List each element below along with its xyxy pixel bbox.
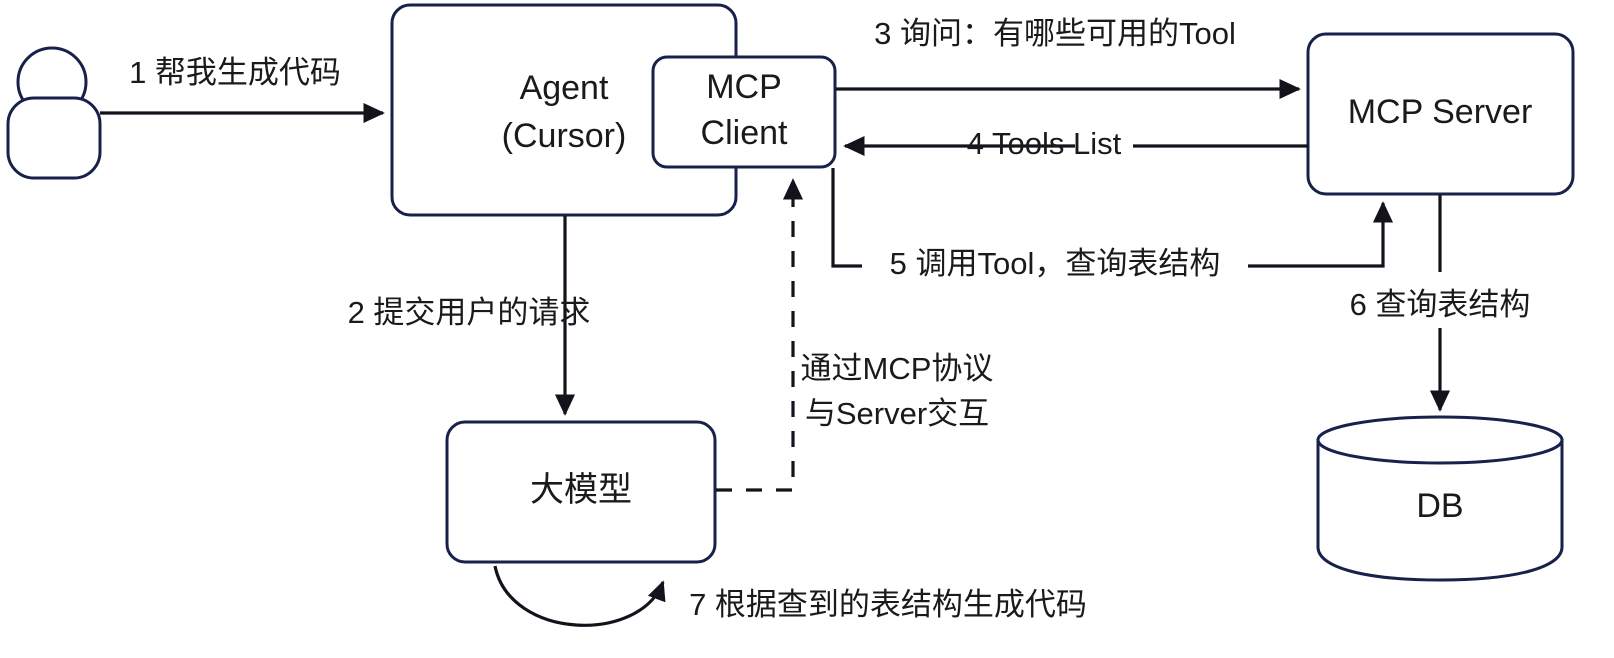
agent-label-line2: (Cursor) [502, 117, 627, 155]
person-icon-body [6, 96, 102, 180]
edge-step7-label: 7 根据查到的表结构生成代码 [689, 587, 1087, 622]
edge-step7: 7 根据查到的表结构生成代码 [493, 565, 1087, 627]
node-db[interactable]: DB [1316, 415, 1564, 582]
mcp-server-box[interactable] [1306, 32, 1575, 196]
edge-protocol-label-line1: 通过MCP协议 [801, 351, 994, 386]
edge-step7-curve [493, 565, 666, 627]
edge-protocol: 通过MCP协议 与Server交互 [716, 178, 994, 492]
db-cylinder-body[interactable] [1316, 438, 1564, 582]
mcp-server-label: MCP Server [1348, 93, 1533, 131]
node-mcp-client[interactable]: MCP Client [651, 55, 837, 169]
mcp-client-label-line2: Client [701, 114, 788, 152]
edge-step3: 3 询问：有哪些可用的Tool [836, 16, 1301, 100]
db-cylinder-top [1316, 415, 1564, 465]
edge-step5-label: 5 调用Tool，查询表结构 [890, 246, 1221, 281]
edge-protocol-label-line2: 与Server交互 [805, 396, 989, 431]
edge-step5-line-a [831, 168, 862, 268]
edge-step1-label: 1 帮我生成代码 [129, 55, 341, 90]
user-actor [6, 46, 102, 180]
db-label: DB [1416, 487, 1463, 525]
edge-step6-label: 6 查询表结构 [1350, 287, 1531, 322]
node-mcp-server[interactable]: MCP Server [1306, 32, 1575, 196]
edge-step4-label: 4 Tools List [967, 126, 1122, 161]
edge-step6: 6 查询表结构 [1350, 195, 1531, 412]
node-llm[interactable]: 大模型 [445, 420, 717, 564]
edge-step2: 2 提交用户的请求 [348, 216, 591, 416]
edge-step3-label: 3 询问：有哪些可用的Tool [874, 16, 1236, 51]
mcp-client-label-line1: MCP [706, 68, 782, 106]
mcp-client-box[interactable] [651, 55, 837, 169]
edge-step4: 4 Tools List [843, 126, 1308, 161]
llm-box[interactable] [445, 420, 717, 564]
edge-protocol-line [716, 178, 804, 492]
edge-step2-label: 2 提交用户的请求 [348, 295, 591, 330]
agent-label-line1: Agent [520, 69, 609, 107]
edge-step5-line-b [1248, 201, 1394, 268]
llm-label: 大模型 [530, 471, 632, 509]
edge-step5: 5 调用Tool，查询表结构 [831, 168, 1394, 281]
edge-step1: 1 帮我生成代码 [100, 55, 385, 124]
